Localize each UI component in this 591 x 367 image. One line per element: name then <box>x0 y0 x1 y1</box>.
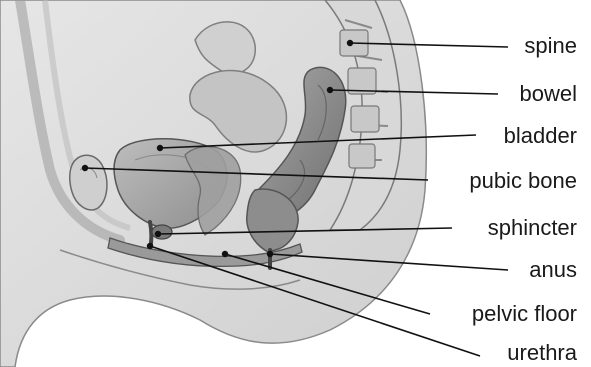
dot-bowel <box>327 87 333 93</box>
label-urethra: urethra <box>507 341 577 365</box>
dot-bladder <box>157 145 163 151</box>
dot-pubic-bone <box>82 165 88 171</box>
dot-urethra <box>147 243 153 249</box>
label-sphincter: sphincter <box>488 216 577 240</box>
label-bowel: bowel <box>520 82 577 106</box>
label-bladder: bladder <box>504 124 577 148</box>
dot-spine <box>347 40 353 46</box>
dot-sphincter <box>155 231 161 237</box>
sphincter-shape <box>152 225 172 239</box>
label-spine: spine <box>524 34 577 58</box>
dot-pelvic-floor <box>222 251 228 257</box>
label-anus: anus <box>529 258 577 282</box>
label-pelvic-floor: pelvic floor <box>472 302 577 326</box>
dot-anus <box>267 251 273 257</box>
label-pubic-bone: pubic bone <box>469 169 577 193</box>
